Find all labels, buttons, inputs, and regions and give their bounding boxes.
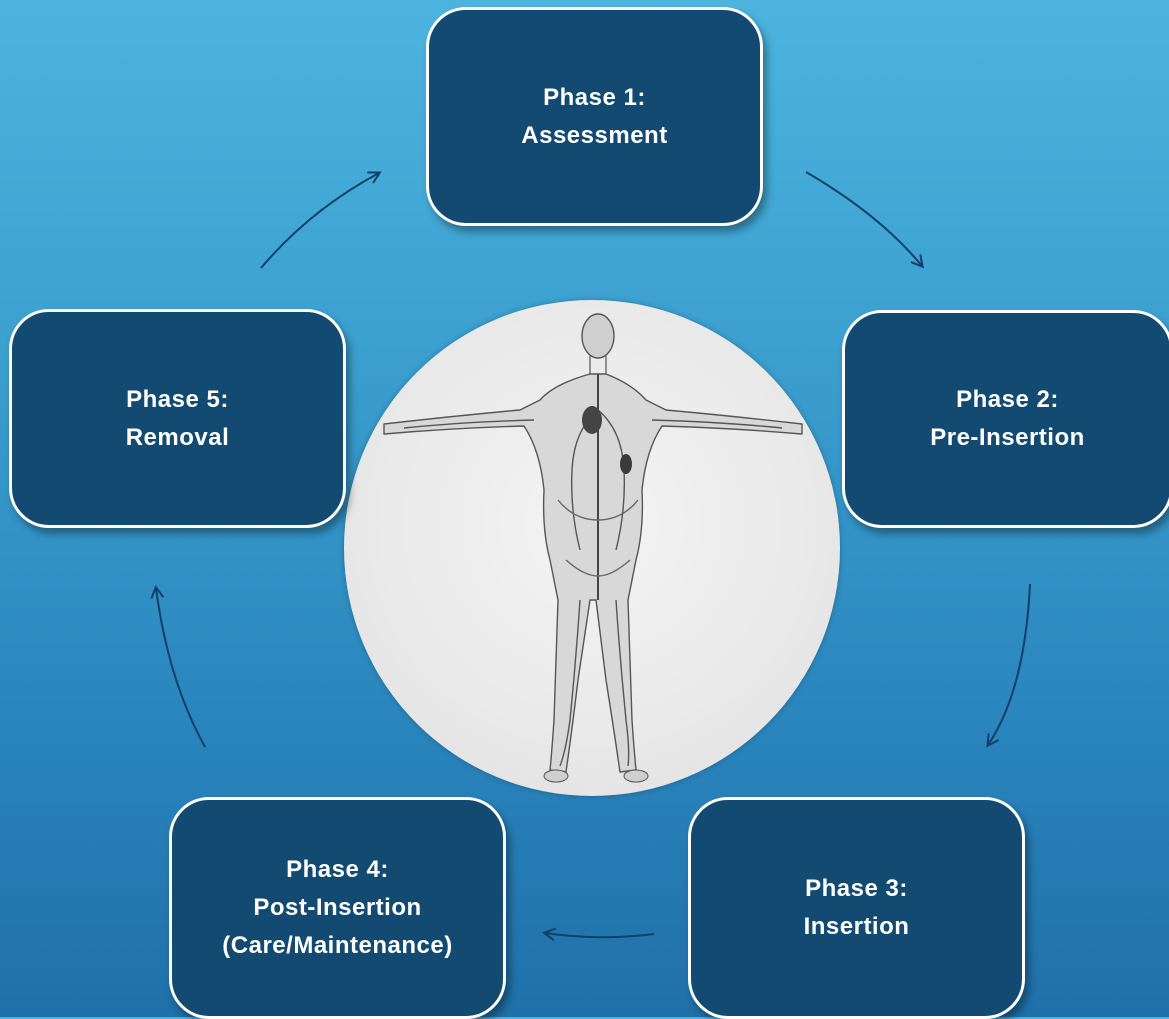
phase-4-title: Post-Insertion	[222, 889, 452, 927]
arrow-phase5-to-phase1	[261, 173, 379, 268]
phase-2-number: Phase 2:	[930, 381, 1085, 419]
phase-4-number: Phase 4:	[222, 851, 452, 889]
phase-5-box: Phase 5: Removal	[9, 309, 346, 528]
phase-3-text: Phase 3: Insertion	[804, 870, 910, 946]
human-body-image	[344, 300, 840, 796]
arrow-phase2-to-phase3	[988, 584, 1030, 745]
phase-4-box: Phase 4: Post-Insertion (Care/Maintenanc…	[169, 797, 506, 1019]
phase-3-box: Phase 3: Insertion	[688, 797, 1025, 1019]
phase-1-number: Phase 1:	[521, 79, 667, 117]
phase-4-text: Phase 4: Post-Insertion (Care/Maintenanc…	[222, 851, 452, 965]
phase-5-text: Phase 5: Removal	[126, 381, 230, 457]
phase-1-box: Phase 1: Assessment	[426, 7, 763, 226]
phase-5-title: Removal	[126, 419, 230, 457]
arrow-phase4-to-phase5	[156, 588, 205, 747]
phase-1-text: Phase 1: Assessment	[521, 79, 667, 155]
phase-2-text: Phase 2: Pre-Insertion	[930, 381, 1085, 457]
arrow-phase1-to-phase2	[806, 172, 922, 266]
phase-5-number: Phase 5:	[126, 381, 230, 419]
human-body-icon	[344, 300, 840, 796]
phase-3-number: Phase 3:	[804, 870, 910, 908]
phase-4-subtitle: (Care/Maintenance)	[222, 927, 452, 965]
phase-1-title: Assessment	[521, 117, 667, 155]
phase-3-title: Insertion	[804, 908, 910, 946]
phase-2-box: Phase 2: Pre-Insertion	[842, 310, 1169, 528]
phase-2-title: Pre-Insertion	[930, 419, 1085, 457]
arrow-phase3-to-phase4	[545, 933, 654, 937]
